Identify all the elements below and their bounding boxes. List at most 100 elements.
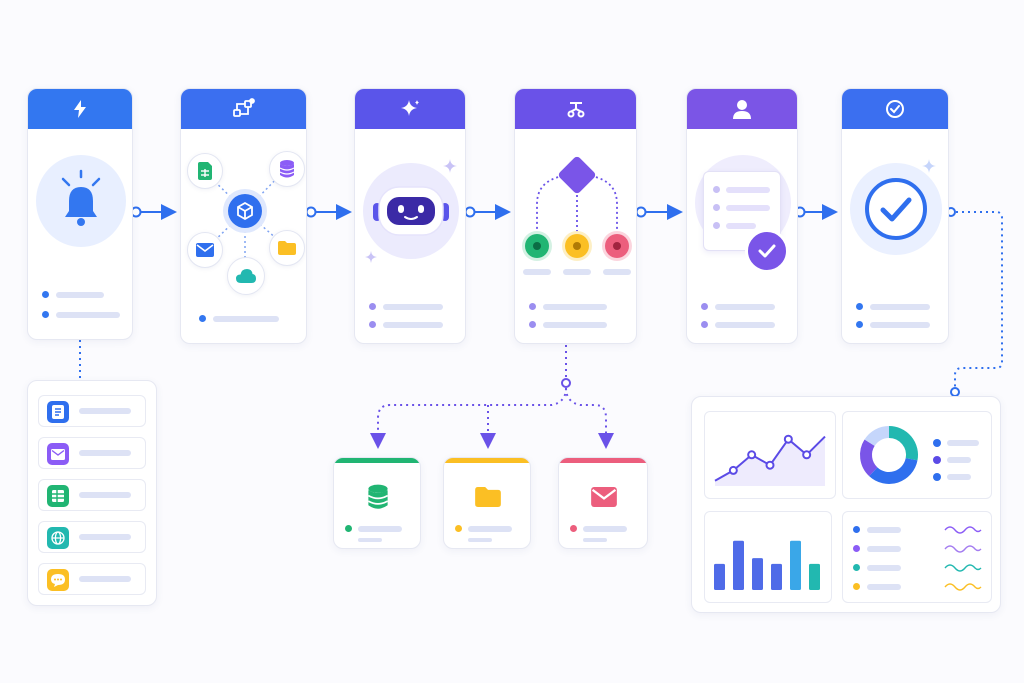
donut-chart-panel xyxy=(842,411,992,499)
placeholder-line xyxy=(563,269,591,275)
placeholder-line xyxy=(468,526,512,532)
bar-chart-panel xyxy=(704,511,832,603)
sparkle-icon xyxy=(443,159,457,173)
step-card-ai[interactable] xyxy=(354,88,466,344)
sheets-node xyxy=(187,153,223,189)
list-bullet xyxy=(713,204,720,211)
approved-badge xyxy=(745,229,789,273)
step-card-integrations[interactable] xyxy=(180,88,307,344)
sparklines xyxy=(944,526,982,591)
placeholder-line xyxy=(947,474,971,480)
placeholder-line xyxy=(56,292,104,298)
placeholder-line xyxy=(543,304,607,310)
sparkle-icon xyxy=(401,100,419,116)
flow-arrow-4 xyxy=(635,204,683,220)
placeholder-line xyxy=(468,538,492,542)
mail-node xyxy=(187,232,223,268)
step-header xyxy=(515,89,636,129)
flow-arrow-2 xyxy=(305,204,352,220)
line-area xyxy=(715,436,825,486)
bar xyxy=(752,558,763,590)
output-card-folder[interactable] xyxy=(443,457,531,549)
step-card-approval[interactable] xyxy=(686,88,798,344)
step-card-complete[interactable] xyxy=(841,88,949,344)
flow-arrow-3 xyxy=(464,204,511,220)
branch-node-green xyxy=(525,234,549,258)
placeholder-line xyxy=(867,584,901,590)
placeholder-line xyxy=(79,408,131,414)
placeholder-line xyxy=(867,546,901,552)
source-row-mail[interactable] xyxy=(38,437,146,469)
list-bullet xyxy=(345,525,352,532)
list-bullet xyxy=(853,526,860,533)
trigger-sources-panel xyxy=(27,380,157,606)
step-header xyxy=(355,89,465,129)
placeholder-line xyxy=(383,322,443,328)
list-bullet xyxy=(853,564,860,571)
placeholder-line xyxy=(213,316,279,322)
source-row-document[interactable] xyxy=(38,395,146,427)
output-card-mail[interactable] xyxy=(558,457,648,549)
placeholder-line xyxy=(523,269,551,275)
user-icon xyxy=(733,100,751,119)
step-header xyxy=(181,89,306,129)
line-point xyxy=(728,465,738,475)
sparkline xyxy=(944,545,982,553)
placeholder-line xyxy=(583,538,607,542)
list-bullet xyxy=(853,545,860,552)
dotted-link-dashboard xyxy=(946,207,1003,397)
list-bullet xyxy=(529,303,536,310)
sparkline xyxy=(944,526,982,534)
list-bullet xyxy=(713,222,720,229)
placeholder-line xyxy=(726,187,770,193)
source-row-globe[interactable] xyxy=(38,521,146,553)
donut-slice xyxy=(869,457,918,484)
flow-arrow-5 xyxy=(794,204,838,220)
hub-node xyxy=(228,194,262,228)
branch-icon xyxy=(567,102,584,118)
legend-swatch xyxy=(933,439,941,447)
cloud-icon xyxy=(236,269,256,283)
list-bullet xyxy=(713,186,720,193)
database-icon xyxy=(279,160,295,178)
sparkline xyxy=(944,583,982,591)
line-chart xyxy=(714,434,826,486)
line-point xyxy=(783,434,793,444)
line-point xyxy=(747,450,757,460)
line-chart-panel xyxy=(704,411,836,499)
robot-illustration xyxy=(363,163,459,259)
output-card-database[interactable] xyxy=(333,457,421,549)
source-row-chat[interactable] xyxy=(38,563,146,595)
step-card-trigger[interactable] xyxy=(27,88,133,340)
placeholder-line xyxy=(583,526,627,532)
database-icon xyxy=(367,484,389,509)
bell-icon xyxy=(61,169,101,226)
placeholder-line xyxy=(726,205,770,211)
bar xyxy=(790,540,801,590)
list-bullet xyxy=(856,321,863,328)
analytics-dashboard xyxy=(691,396,1001,613)
bar xyxy=(771,563,782,590)
folder-icon xyxy=(278,241,296,255)
list-bullet xyxy=(369,303,376,310)
source-row-sheet[interactable] xyxy=(38,479,146,511)
metrics-list-panel xyxy=(842,511,992,603)
mail-icon xyxy=(591,487,617,507)
placeholder-line xyxy=(867,565,901,571)
list-bullet xyxy=(42,291,49,298)
sparkle-icon xyxy=(365,251,377,263)
branch-node-pink xyxy=(605,234,629,258)
sheet-icon xyxy=(198,162,212,180)
donut-slice xyxy=(864,426,890,447)
globe-icon xyxy=(51,531,65,545)
sparkle-icon xyxy=(922,159,936,173)
step-card-branch[interactable] xyxy=(514,88,637,344)
chat-icon xyxy=(51,573,65,587)
document-icon xyxy=(52,405,64,419)
branch-node-yellow xyxy=(565,234,589,258)
dotted-link-outputs xyxy=(370,345,614,449)
placeholder-line xyxy=(79,576,131,582)
placeholder-line xyxy=(79,450,131,456)
placeholder-line xyxy=(79,492,131,498)
list-bullet xyxy=(529,321,536,328)
